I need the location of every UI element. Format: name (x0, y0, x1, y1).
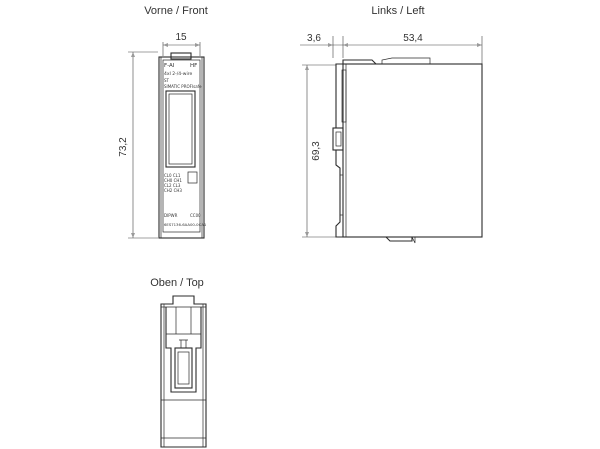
connector-slot (174, 347, 193, 389)
side-view: 3,6 53,4 69,3 (300, 33, 483, 244)
channel-row-1: CL0 CL1 (164, 173, 181, 178)
module-class-label: HF (190, 63, 197, 69)
top-view (160, 295, 207, 448)
channel-row-4: CH2 CH3 (164, 188, 182, 193)
channel-led-block: CL0 CL1 CH0 CH1 CL2 CL3 CH2 CH3 (164, 171, 198, 193)
side-height-dimension: 69,3 (302, 64, 336, 238)
module-order-number: 6ES7136-6AA00-0CA1 (164, 222, 207, 227)
module-pwr-label: DIPWR (164, 213, 178, 218)
side-view-title: Links / Left (371, 5, 424, 17)
status-led-square (187, 171, 198, 184)
side-offset-label: 3,6 (307, 33, 321, 44)
side-height-label: 69,3 (311, 141, 322, 161)
module-channels-label: 4xI 2-/4-wire (164, 71, 192, 77)
side-depth-label: 53,4 (403, 33, 423, 44)
front-height-dimension: 73,2 (118, 51, 158, 239)
module-bus-label: ST (164, 78, 170, 83)
channel-row-2: CH0 CH1 (164, 178, 182, 183)
front-view-title: Vorne / Front (144, 5, 208, 17)
front-view: 15 73,2 F-AI HF 4xI 2-/4-wire ST SIMATIC… (118, 32, 207, 239)
module-profile-label: SIMATIC PROFIsafe (164, 84, 202, 89)
top-view-title: Oben / Top (150, 277, 204, 289)
front-width-dimension: 15 (162, 32, 201, 56)
label-strip-window (165, 90, 196, 168)
front-width-label: 15 (175, 32, 187, 43)
side-depth-dimension: 3,6 53,4 (300, 33, 483, 66)
channel-row-3: CL2 CL3 (164, 183, 181, 188)
front-height-label: 73,2 (118, 137, 129, 157)
module-type-label: F-AI (164, 63, 175, 69)
module-color-label: CC00 (190, 213, 201, 218)
